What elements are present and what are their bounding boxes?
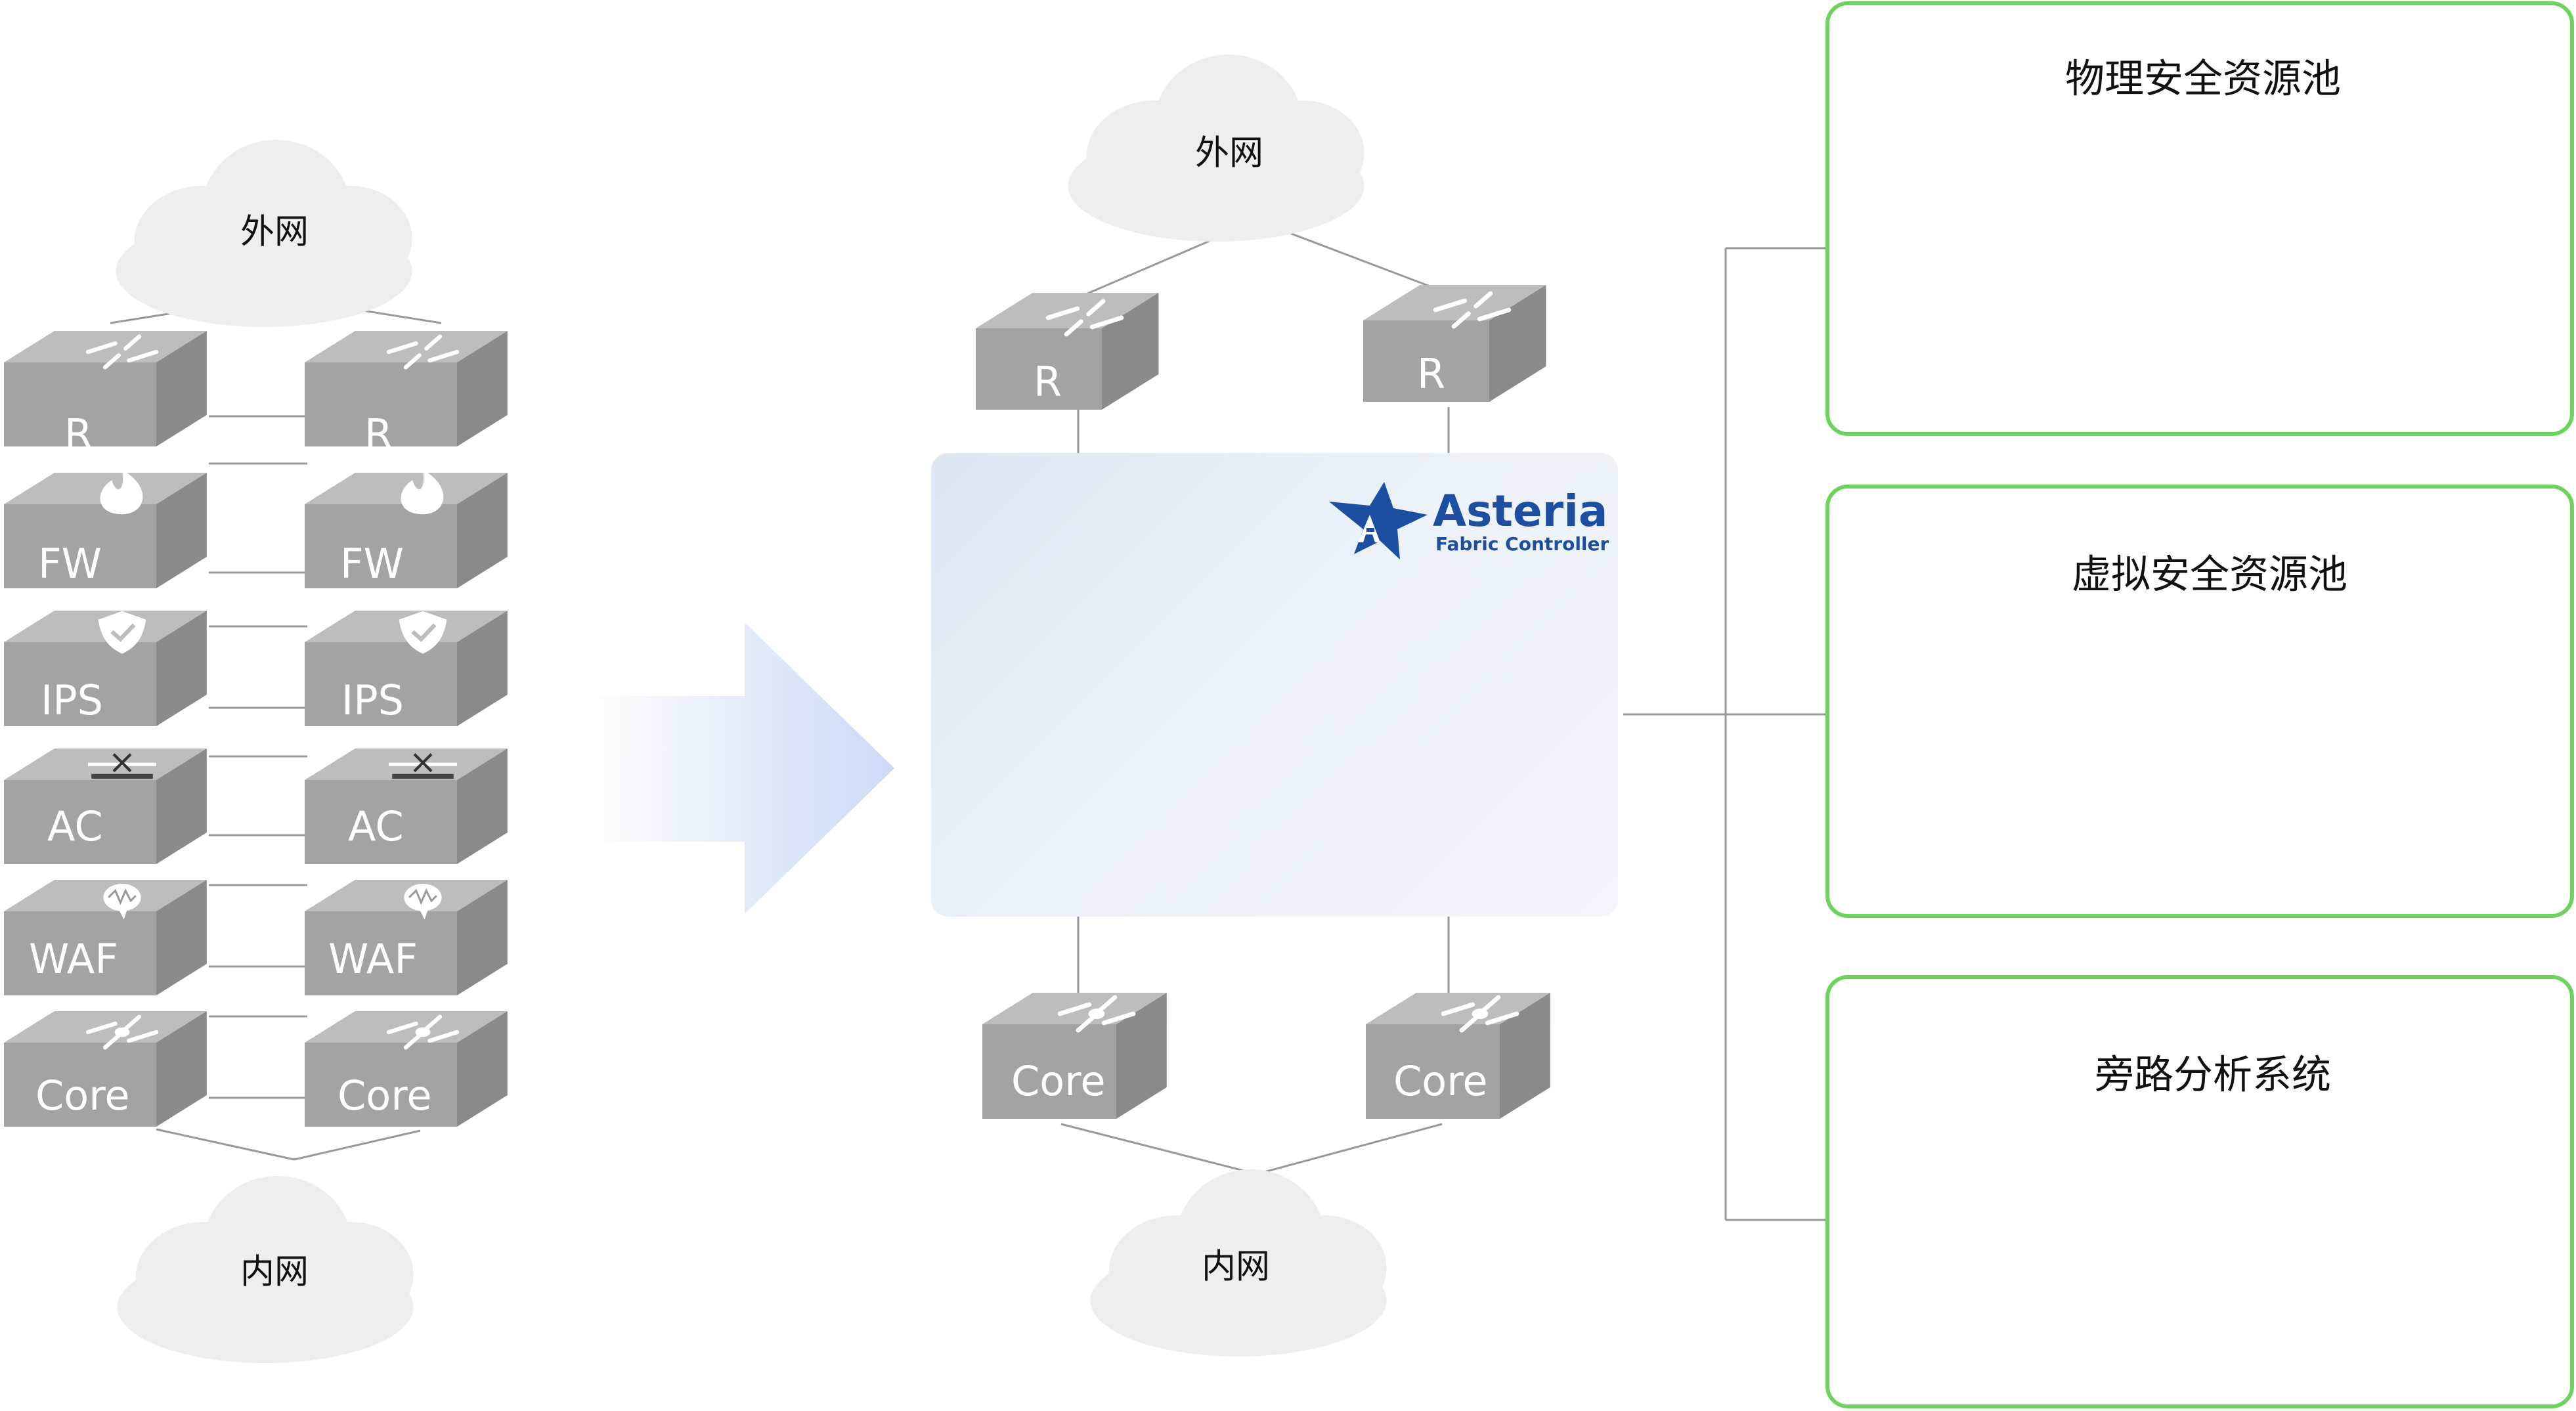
controller-brand-subtitle: Fabric Controller bbox=[1435, 533, 1609, 555]
left-a-device-2 bbox=[4, 611, 207, 726]
left-a-ips-label: IPS bbox=[41, 676, 104, 724]
bypass-analysis-system bbox=[1825, 975, 2574, 1408]
left-a-waf-label: WAF bbox=[29, 935, 118, 983]
middle-a-router-label: R bbox=[1034, 358, 1062, 406]
left-a-firewall-label: FW bbox=[38, 540, 102, 588]
left-b-device-4 bbox=[305, 880, 508, 995]
physical-fw-bottom-label: FW bbox=[1973, 345, 2035, 391]
middle-b-router bbox=[1363, 285, 1546, 402]
left-a-device-3 bbox=[4, 749, 207, 864]
left-b-ips-label: IPS bbox=[341, 676, 404, 724]
asteria-logo-icon bbox=[1329, 482, 1428, 559]
connection-line bbox=[1060, 1123, 1257, 1175]
left-b-ac-label: AC bbox=[348, 802, 404, 850]
left-b-device-0 bbox=[305, 331, 508, 446]
left-b-device-2 bbox=[305, 611, 508, 726]
connection-line bbox=[294, 1129, 421, 1161]
bypass-system-title: 旁路分析系统 bbox=[2095, 1052, 2331, 1098]
physical-ips-bottom-label: IPS bbox=[2251, 345, 2311, 391]
left-b-core-label: Core bbox=[338, 1072, 432, 1119]
middle-external-network-label: 外网 bbox=[1194, 133, 1264, 173]
connection-line bbox=[1256, 1123, 1443, 1175]
left-a-device-0 bbox=[4, 331, 207, 446]
virtual-security-pool bbox=[1825, 485, 2574, 918]
left-a-device-4 bbox=[4, 880, 207, 995]
middle-external-cloud-icon bbox=[1068, 54, 1364, 242]
left-b-waf-label: WAF bbox=[328, 935, 418, 983]
left-a-router-label: R bbox=[64, 410, 93, 458]
left-a-device-1 bbox=[4, 469, 207, 588]
middle-b-core-label: Core bbox=[1393, 1057, 1488, 1105]
left-internal-network-label: 内网 bbox=[240, 1252, 309, 1292]
middle-b-core bbox=[1366, 993, 1550, 1119]
middle-a-router bbox=[976, 293, 1159, 410]
middle-a-core bbox=[982, 993, 1167, 1119]
left-external-network-label: 外网 bbox=[240, 212, 309, 252]
left-b-device-1 bbox=[305, 469, 508, 588]
middle-b-router-label: R bbox=[1417, 350, 1446, 398]
left-b-firewall-label: FW bbox=[340, 540, 404, 588]
connection-line bbox=[156, 1128, 295, 1161]
physical-security-pool bbox=[1825, 1, 2574, 436]
left-b-device-3 bbox=[305, 749, 508, 864]
left-internal-cloud-icon bbox=[117, 1176, 414, 1363]
virtual-vfw-top-label: vFW bbox=[1919, 721, 1984, 756]
controller-brand-name: Asteria bbox=[1433, 486, 1608, 536]
left-a-core-label: Core bbox=[35, 1072, 130, 1119]
physical-fw-top-label: FW bbox=[1973, 236, 2035, 282]
virtual-vac-top-label: vAC bbox=[2338, 716, 2397, 751]
transition-arrow-icon bbox=[584, 622, 894, 914]
middle-internal-cloud-icon bbox=[1090, 1169, 1387, 1357]
virtual-vfw-bottom-label: vFW bbox=[1919, 805, 1984, 840]
middle-internal-network-label: 内网 bbox=[1201, 1247, 1271, 1287]
virtual-vac-bottom-label: vAC bbox=[2332, 805, 2392, 840]
virtual-vips-bottom-label: vIPS bbox=[2126, 805, 2191, 840]
middle-a-core-label: Core bbox=[1011, 1057, 1106, 1105]
virtual-pool-title: 虚拟安全资源池 bbox=[2072, 552, 2347, 598]
left-a-device-5 bbox=[4, 1011, 207, 1127]
virtual-vips-top-label: vIPS bbox=[2133, 721, 2197, 756]
left-b-router-label: R bbox=[364, 410, 393, 458]
left-external-cloud-icon bbox=[116, 140, 412, 327]
physical-pool-title: 物理安全资源池 bbox=[2065, 56, 2341, 102]
physical-ips-top-label: IPS bbox=[2251, 236, 2311, 282]
fabric-controller-panel bbox=[931, 453, 1618, 917]
left-a-ac-label: AC bbox=[47, 802, 103, 850]
left-b-device-5 bbox=[305, 1011, 508, 1127]
